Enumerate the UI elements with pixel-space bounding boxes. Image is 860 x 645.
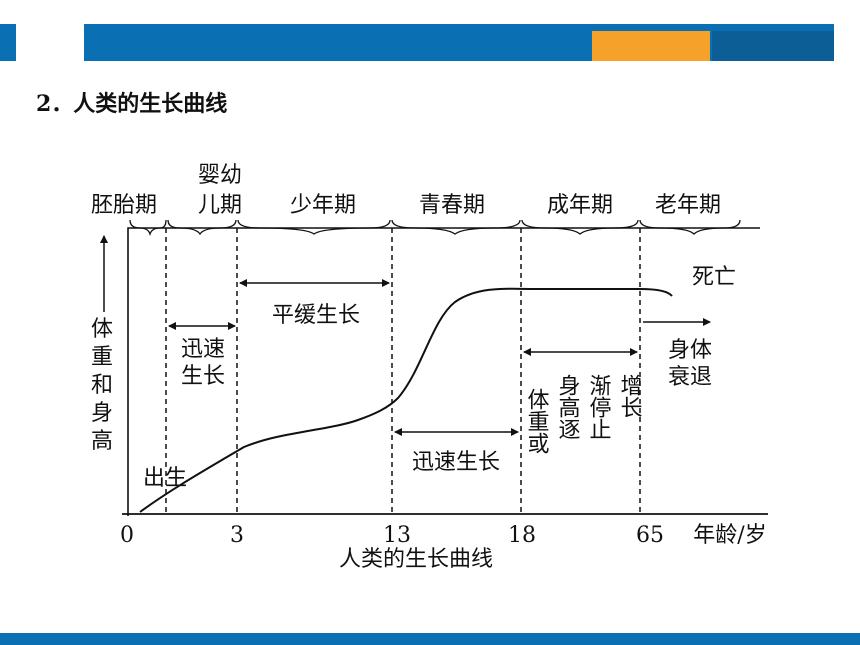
diagram-caption: 人类的生长曲线	[339, 547, 493, 572]
svg-text:和: 和	[91, 373, 113, 398]
stage-embryo: 胚胎期	[91, 193, 157, 218]
x-tick-3: 3	[230, 523, 244, 548]
header-dark-block	[712, 31, 834, 61]
stage-puberty: 青春期	[419, 193, 485, 218]
header-left-block	[0, 24, 16, 61]
header-orange-block	[592, 31, 710, 61]
svg-text:增长: 增长	[617, 374, 643, 418]
stage-infant-line2: 儿期	[198, 193, 242, 218]
rapid-puberty-label: 迅速生长	[412, 450, 500, 475]
age-dividers	[165, 228, 641, 514]
growth-curve	[139, 287, 673, 513]
footer-bar	[0, 633, 860, 645]
x-tick-65: 65	[636, 523, 664, 548]
svg-text:身高逐: 身高逐	[555, 374, 581, 440]
x-tick-13: 13	[383, 523, 411, 548]
old-age-line1: 身体	[668, 338, 712, 363]
svg-text:体重或: 体重或	[524, 388, 550, 454]
birth-label: 出生	[143, 466, 187, 491]
rapid-infant-line1: 迅速	[181, 337, 225, 362]
stage-old-age: 老年期	[655, 193, 721, 218]
page-heading: 2．人类的生长曲线	[36, 91, 228, 117]
stage-infant-line1: 婴幼	[198, 163, 242, 188]
svg-text:渐停止: 渐停止	[586, 374, 612, 440]
x-axis-label: 年龄/岁	[693, 523, 766, 548]
y-axis-label: 体 重 和 身 高	[91, 317, 113, 454]
death-label: 死亡	[692, 265, 736, 290]
stage-adult: 成年期	[547, 193, 613, 218]
stage-childhood: 少年期	[290, 193, 356, 218]
x-tick-18: 18	[508, 523, 536, 548]
x-tick-0: 0	[120, 523, 134, 548]
stage-braces	[129, 219, 741, 237]
svg-text:重: 重	[91, 345, 113, 370]
old-age-line2: 衰退	[668, 365, 712, 390]
slow-growth-label: 平缓生长	[272, 303, 360, 328]
svg-text:身: 身	[91, 401, 113, 426]
rapid-infant-line2: 生长	[181, 364, 225, 389]
svg-text:高: 高	[91, 429, 113, 454]
adult-annotation: 体重或 身高逐 渐停止 增长	[524, 374, 643, 454]
svg-text:体: 体	[91, 317, 113, 342]
